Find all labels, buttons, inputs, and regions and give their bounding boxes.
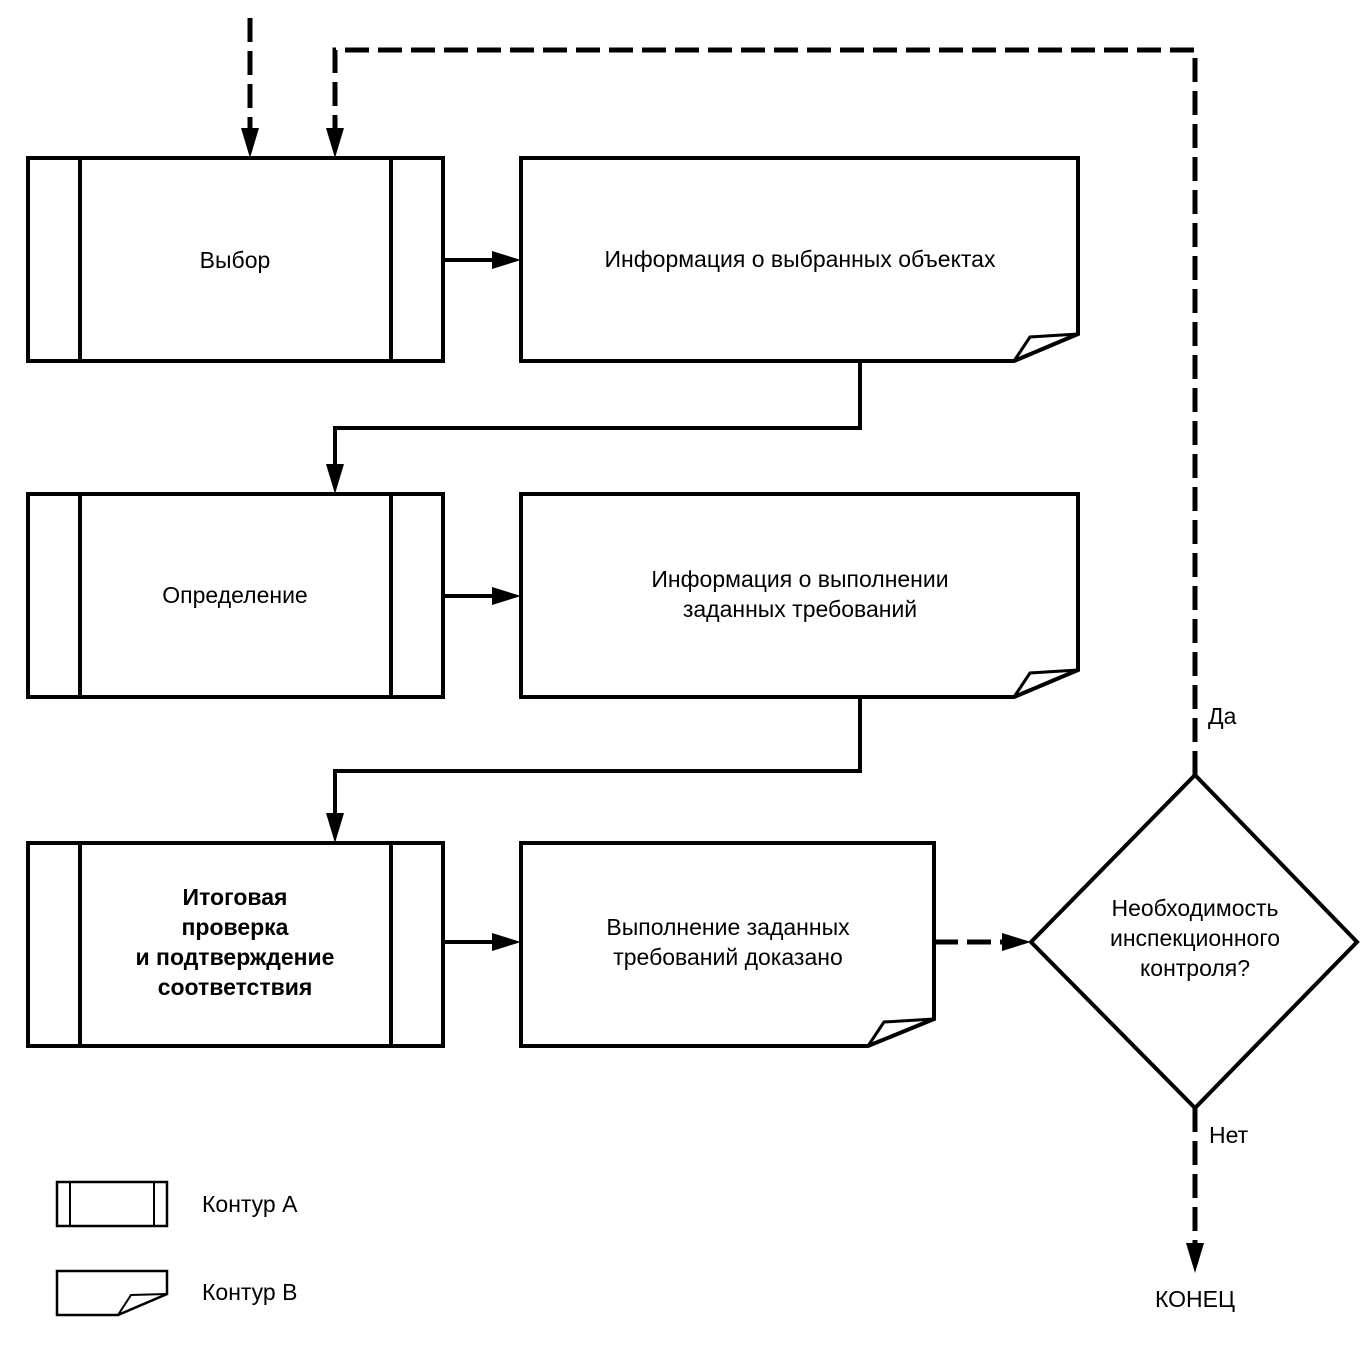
node-decision-label: Необходимость инспекционного контроля? <box>1110 895 1280 981</box>
label-line: и подтверждение <box>136 944 335 970</box>
edge-yes-loop-to-select <box>326 47 1198 775</box>
node-info-selected-label: Информация о выбранных объектах <box>605 246 996 272</box>
legend-contour-b-label: Контур В <box>202 1279 297 1305</box>
node-final-check: Итоговая проверка и подтверждение соответст… <box>26 841 445 1048</box>
node-info-requirements-label: Информация о выполнении заданных требован… <box>651 566 948 622</box>
edge-decision-to-end <box>1186 1108 1204 1273</box>
label-line: требований доказано <box>613 944 843 970</box>
label-line: Выполнение заданных <box>606 914 850 940</box>
edge-determine-to-info2 <box>443 587 521 605</box>
legend: Контур А Контур В <box>55 1180 298 1317</box>
legend-contour-a-label: Контур А <box>202 1191 298 1217</box>
label-line: Выбор <box>200 247 271 273</box>
contour-a-icon <box>55 1180 169 1228</box>
node-end-label: КОНЕЦ <box>1155 1286 1235 1312</box>
node-info-requirements: Информация о выполнении заданных требован… <box>519 492 1080 699</box>
legend-contour-a: Контур А <box>55 1180 298 1228</box>
edge-info-to-determine <box>326 361 862 494</box>
branch-no-label: Нет <box>1209 1122 1249 1148</box>
label-line: КОНЕЦ <box>1155 1286 1235 1312</box>
node-select: Выбор <box>26 156 445 363</box>
label-line: заданных требований <box>683 596 917 622</box>
node-select-label: Выбор <box>200 247 271 273</box>
label-line: инспекционного <box>1110 925 1280 951</box>
branch-yes-label: Да <box>1208 703 1237 729</box>
label-line: соответствия <box>158 974 313 1000</box>
label-line: контроля? <box>1140 955 1250 981</box>
label-line: Информация о выполнении <box>651 566 948 592</box>
node-decision: Необходимость инспекционного контроля? <box>1028 772 1360 1111</box>
node-determine-label: Определение <box>162 582 307 608</box>
edge-proven-to-decision <box>934 933 1031 951</box>
legend-contour-b: Контур В <box>55 1269 297 1317</box>
edge-start-to-select <box>241 18 259 158</box>
contour-b-icon <box>55 1269 169 1317</box>
label-line: Необходимость <box>1111 895 1278 921</box>
label-line: проверка <box>182 914 289 940</box>
node-proven-label: Выполнение заданных требований доказано <box>606 914 850 970</box>
node-determine: Определение <box>26 492 445 699</box>
node-proven: Выполнение заданных требований доказано <box>519 841 936 1048</box>
label-line: Итоговая <box>183 884 288 910</box>
node-info-selected: Информация о выбранных объектах <box>519 156 1080 363</box>
edge-final-to-proven <box>443 933 521 951</box>
label-line: Определение <box>162 582 307 608</box>
edge-info2-to-final <box>326 697 862 843</box>
node-final-check-label: Итоговая проверка и подтверждение соответст… <box>136 884 335 1000</box>
edge-select-to-info <box>443 251 521 269</box>
label-line: Информация о выбранных объектах <box>605 246 996 272</box>
